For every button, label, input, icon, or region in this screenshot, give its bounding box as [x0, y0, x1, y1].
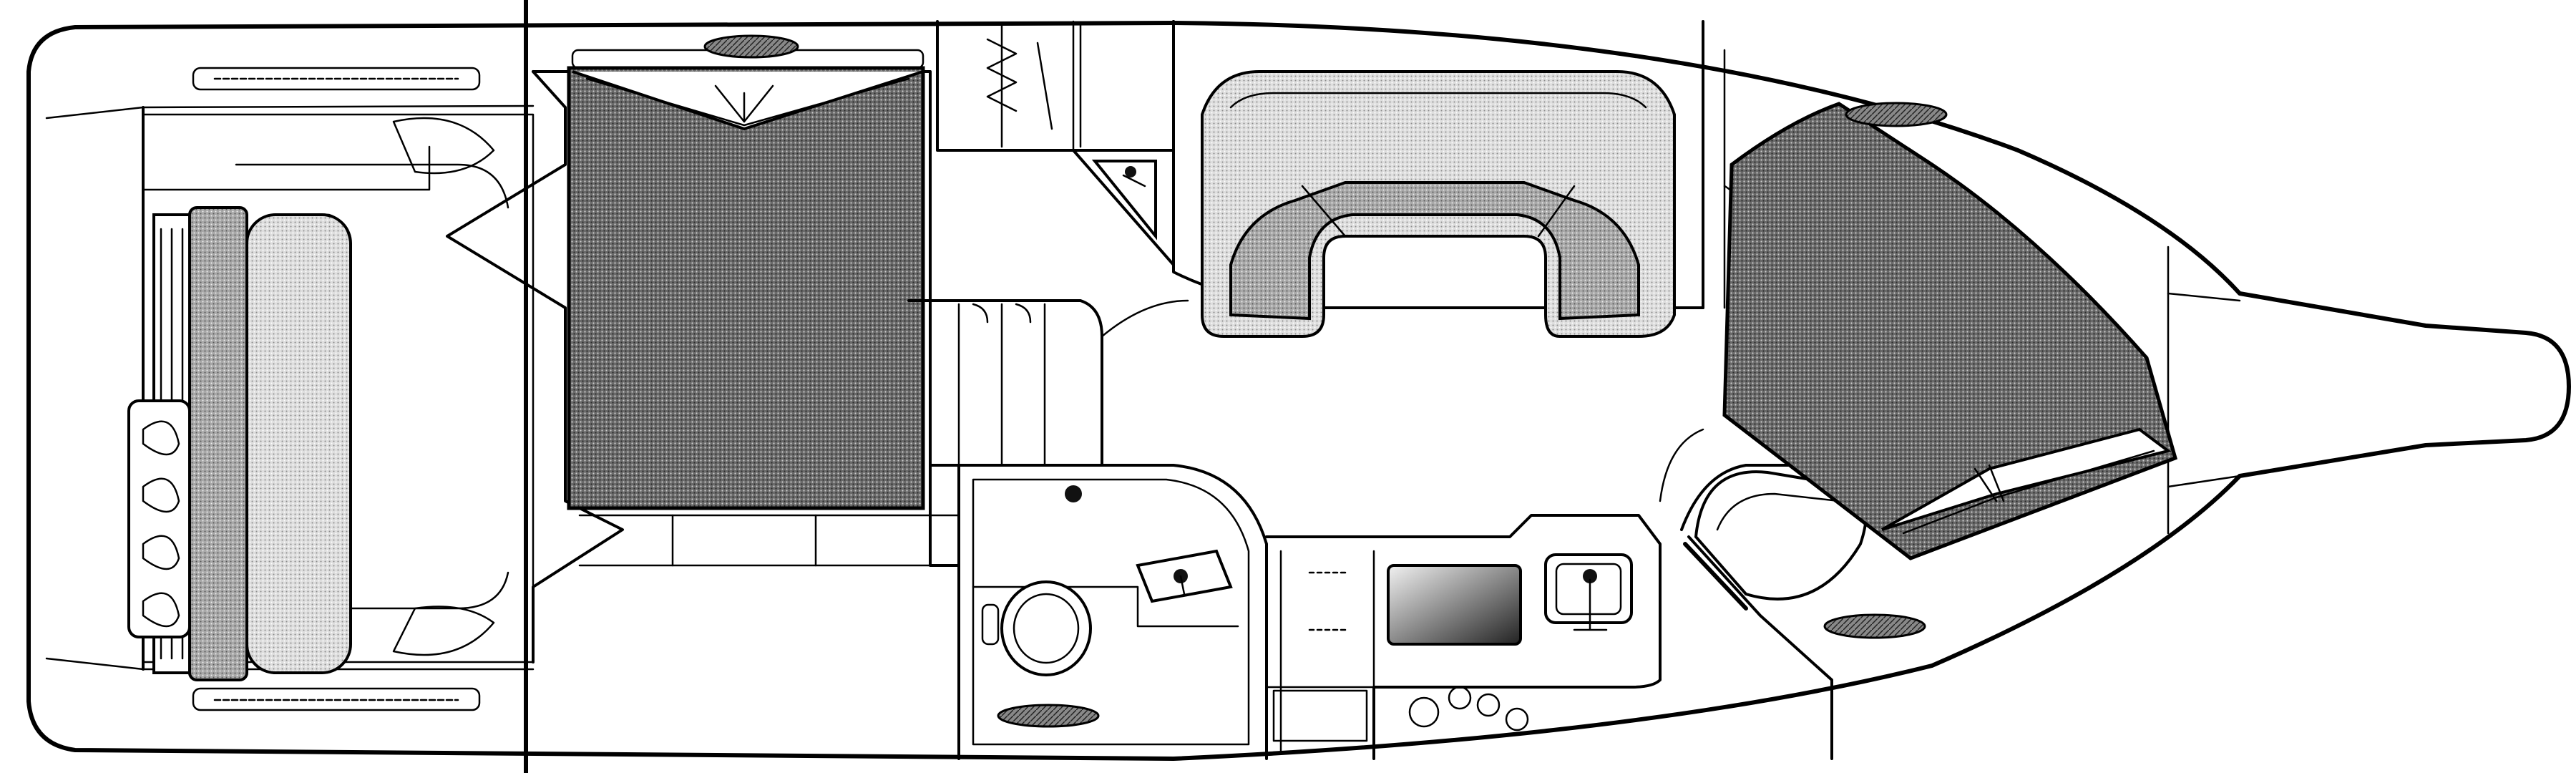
hatch-skylight-bow	[1845, 102, 1948, 127]
galley	[1265, 514, 1662, 760]
hatch-skylight-aft	[703, 34, 799, 59]
galley-stove	[1408, 686, 1529, 731]
hatch-skylight-head	[997, 704, 1100, 728]
aft-berth-mattress	[567, 49, 925, 510]
companionway-steps	[907, 299, 1103, 467]
bow-pulpit	[2167, 292, 2241, 488]
galley-sink	[1544, 553, 1633, 631]
head-sink	[1136, 549, 1233, 603]
locker-upper	[936, 20, 1175, 152]
forward-bulkhead	[1680, 464, 1833, 760]
hatch-skylight-vberth	[1823, 613, 1926, 639]
galley-microwave	[1387, 564, 1522, 646]
cockpit	[142, 67, 535, 711]
head	[957, 464, 1268, 760]
head-toilet	[981, 580, 1092, 676]
engine-hatch	[127, 399, 191, 638]
forward-berth-mattress	[1722, 102, 2178, 560]
corner-sink	[1072, 149, 1175, 266]
dinette-seat	[1201, 70, 1676, 338]
